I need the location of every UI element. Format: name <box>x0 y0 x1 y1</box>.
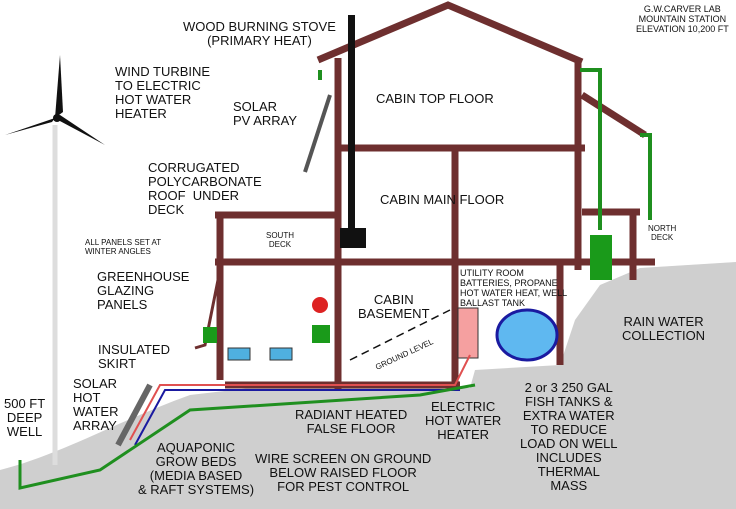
plant-pot <box>203 327 217 343</box>
rain-barrel <box>590 235 612 280</box>
grow-bed <box>227 347 251 361</box>
label-fish: 2 or 3 250 GAL FISH TANKS & EXTRA WATER … <box>520 380 618 493</box>
label-turbine: WIND TURBINE TO ELECTRIC HOT WATER HEATE… <box>115 64 211 121</box>
hot-pipe <box>129 354 471 441</box>
chimney <box>348 15 355 230</box>
label-stove: WOOD BURNING STOVE (PRIMARY HEAT) <box>183 19 336 48</box>
plant-pot <box>312 325 330 343</box>
label-top-floor: CABIN TOP FLOOR <box>376 91 494 106</box>
hot-water-heater <box>457 307 479 359</box>
solar-hw-panel <box>115 383 153 447</box>
well-pipe <box>18 383 476 490</box>
flower-icon <box>312 297 328 313</box>
label-basement: CABIN BASEMENT <box>358 292 430 321</box>
label-wire: WIRE SCREEN ON GROUND BELOW RAISED FLOOR… <box>255 451 432 494</box>
label-main-floor: CABIN MAIN FLOOR <box>380 192 505 207</box>
label-aquaponic: AQUAPONIC GROW BEDS (MEDIA BASED & RAFT … <box>138 440 255 497</box>
gutter-pipe <box>318 68 652 230</box>
grow-bed <box>269 347 293 361</box>
fish-tank <box>495 308 559 362</box>
label-north-deck: NORTH DECK <box>648 224 677 242</box>
ground <box>0 262 736 509</box>
solar-pv-panel <box>303 94 332 173</box>
label-south-deck: SOUTH DECK <box>266 231 294 249</box>
label-skirt: INSULATED SKIRT <box>98 342 170 371</box>
label-greenhouse: GREENHOUSE GLAZING PANELS <box>97 269 190 312</box>
label-radiant: RADIANT HEATED FALSE FLOOR <box>295 407 408 436</box>
greenhouse-glazing <box>194 269 222 350</box>
ground-level-line <box>349 309 451 361</box>
cold-pipe <box>134 389 460 446</box>
label-roof: CORRUGATED POLYCARBONATE ROOF UNDER DECK <box>148 160 262 217</box>
lab-title: G.W.CARVER LAB MOUNTAIN STATION ELEVATIO… <box>636 4 729 34</box>
label-well: 500 FT DEEP WELL <box>4 396 46 439</box>
label-panels: ALL PANELS SET AT WINTER ANGLES <box>85 238 162 256</box>
label-solar-hw: SOLAR HOT WATER ARRAY <box>73 376 119 433</box>
stove-icon <box>340 228 366 248</box>
label-rain: RAIN WATER COLLECTION <box>622 314 706 343</box>
label-solar-pv: SOLAR PV ARRAY <box>233 99 298 128</box>
label-utility: UTILITY ROOM BATTERIES, PROPANE HOT WATE… <box>460 268 568 308</box>
turbine-blades-icon <box>5 55 105 145</box>
label-electric-hw: ELECTRIC HOT WATER HEATER <box>425 399 502 442</box>
